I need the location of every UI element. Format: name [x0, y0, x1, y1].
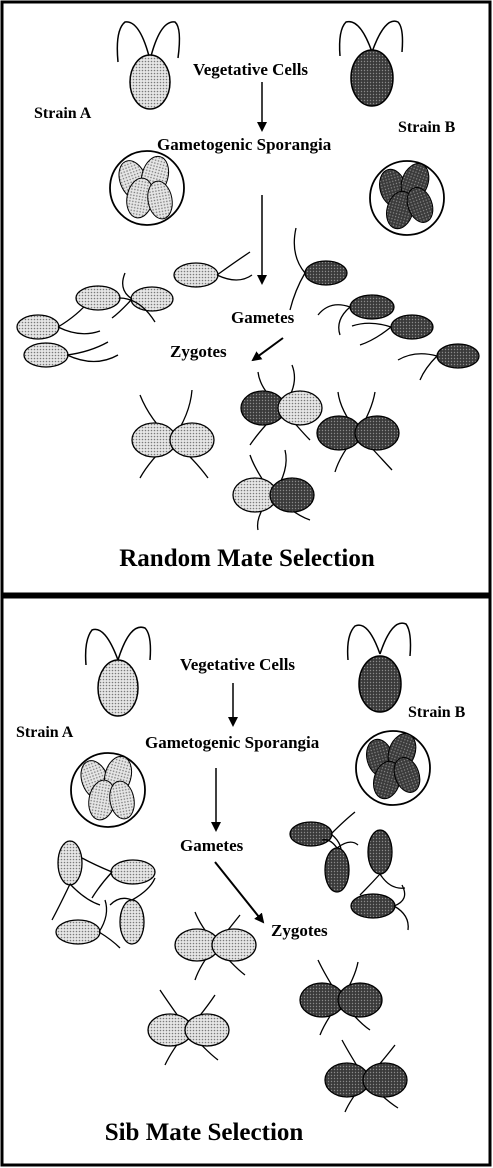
vegetative-cell-strain-b [340, 21, 403, 106]
zygote-b-a [241, 365, 322, 445]
gamete-strain-b [318, 295, 394, 335]
zygote-a-a [175, 912, 256, 980]
label-vegetative-cells: Vegetative Cells [180, 655, 295, 674]
label-vegetative-cells: Vegetative Cells [193, 60, 308, 79]
label-gametogenic-sporangia: Gametogenic Sporangia [145, 733, 320, 752]
sporangium-strain-b [370, 160, 444, 235]
gamete-strain-a [110, 878, 155, 944]
label-strain-a: Strain A [16, 724, 74, 741]
vegetative-cell-strain-a [117, 22, 179, 109]
label-gametogenic-sporangia: Gametogenic Sporangia [157, 135, 332, 154]
vegetative-cell-strain-b [348, 623, 411, 712]
sporangium-strain-a [71, 753, 145, 827]
panel-title: Random Mate Selection [119, 545, 375, 572]
vegetative-cell-strain-a [86, 627, 151, 716]
zygote-b-b [325, 1040, 407, 1112]
label-gametes: Gametes [180, 836, 244, 855]
panel-sib: Vegetative Cells Strain A Strain B Gamet… [2, 597, 490, 1165]
zygote-b-b [317, 392, 399, 472]
label-zygotes: Zygotes [170, 342, 227, 361]
arrow-gametes-to-zygotes [215, 862, 263, 922]
label-strain-b: Strain B [398, 119, 456, 136]
gamete-strain-b [352, 315, 433, 345]
gamete-strain-a [174, 252, 252, 287]
gamete-strain-b [360, 830, 405, 895]
label-strain-a: Strain A [34, 105, 92, 122]
zygote-b-b [300, 960, 382, 1035]
sporangium-strain-b [356, 730, 430, 805]
gamete-strain-b [322, 840, 358, 892]
arrow-gametes-to-zygotes [253, 338, 283, 360]
panel-random: Vegetative Cells Strain A Strain B Gamet… [2, 2, 490, 594]
gamete-strain-a [56, 900, 120, 948]
gamete-strain-b [398, 344, 479, 380]
zygote-a-b [233, 450, 314, 530]
label-strain-b: Strain B [408, 704, 466, 721]
gamete-strain-a [52, 841, 100, 920]
gamete-strain-b [351, 885, 408, 930]
label-gametes: Gametes [231, 308, 295, 327]
gamete-strain-a [112, 273, 173, 318]
gamete-strain-a [24, 342, 118, 367]
gamete-strain-b [290, 228, 347, 310]
sporangium-strain-a [110, 151, 184, 225]
panel-title: Sib Mate Selection [105, 1119, 304, 1146]
zygote-a-a [132, 390, 214, 478]
label-zygotes: Zygotes [271, 921, 328, 940]
zygote-a-a [148, 990, 229, 1065]
